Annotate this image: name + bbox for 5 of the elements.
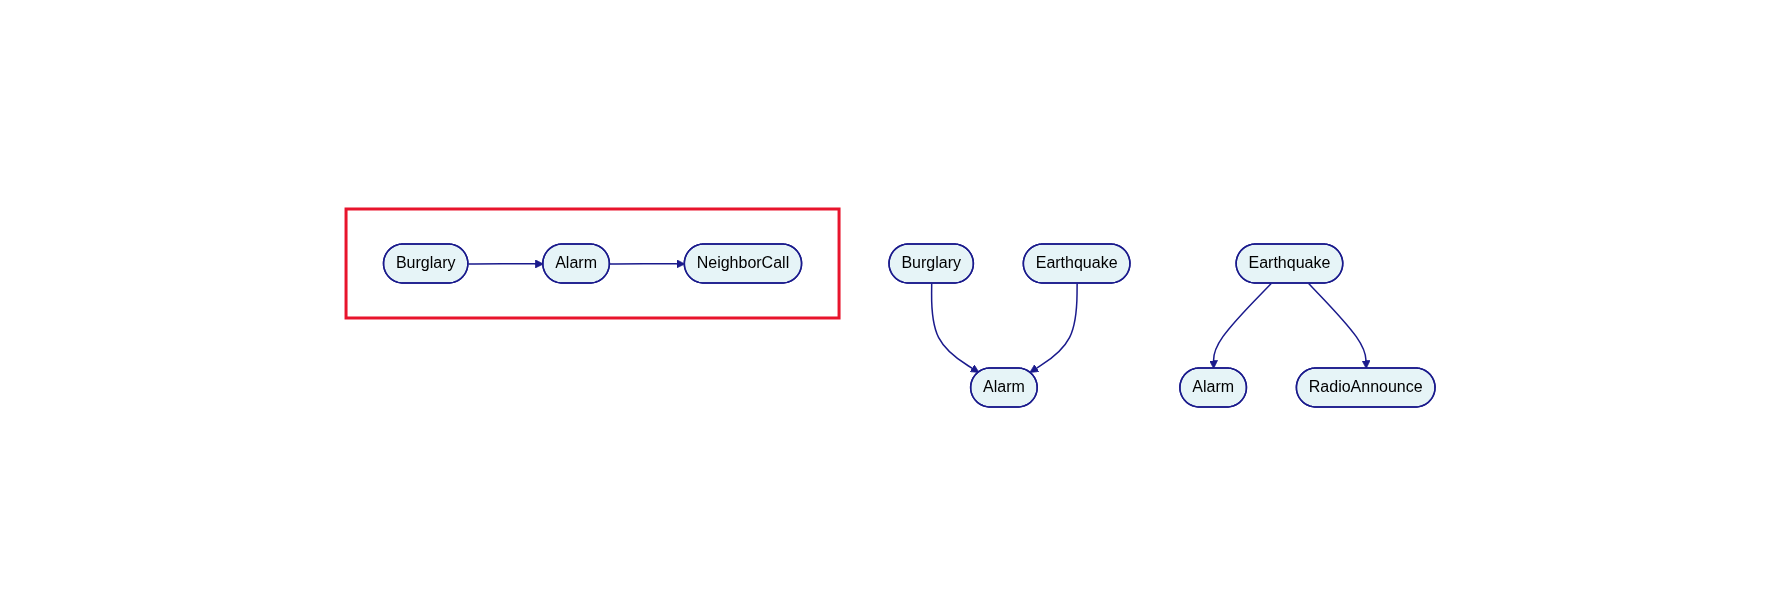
arrow [1029,282,1078,373]
arrow [930,282,980,373]
cluster [344,207,841,319]
arrow [1307,282,1371,369]
arrow [1209,282,1272,369]
